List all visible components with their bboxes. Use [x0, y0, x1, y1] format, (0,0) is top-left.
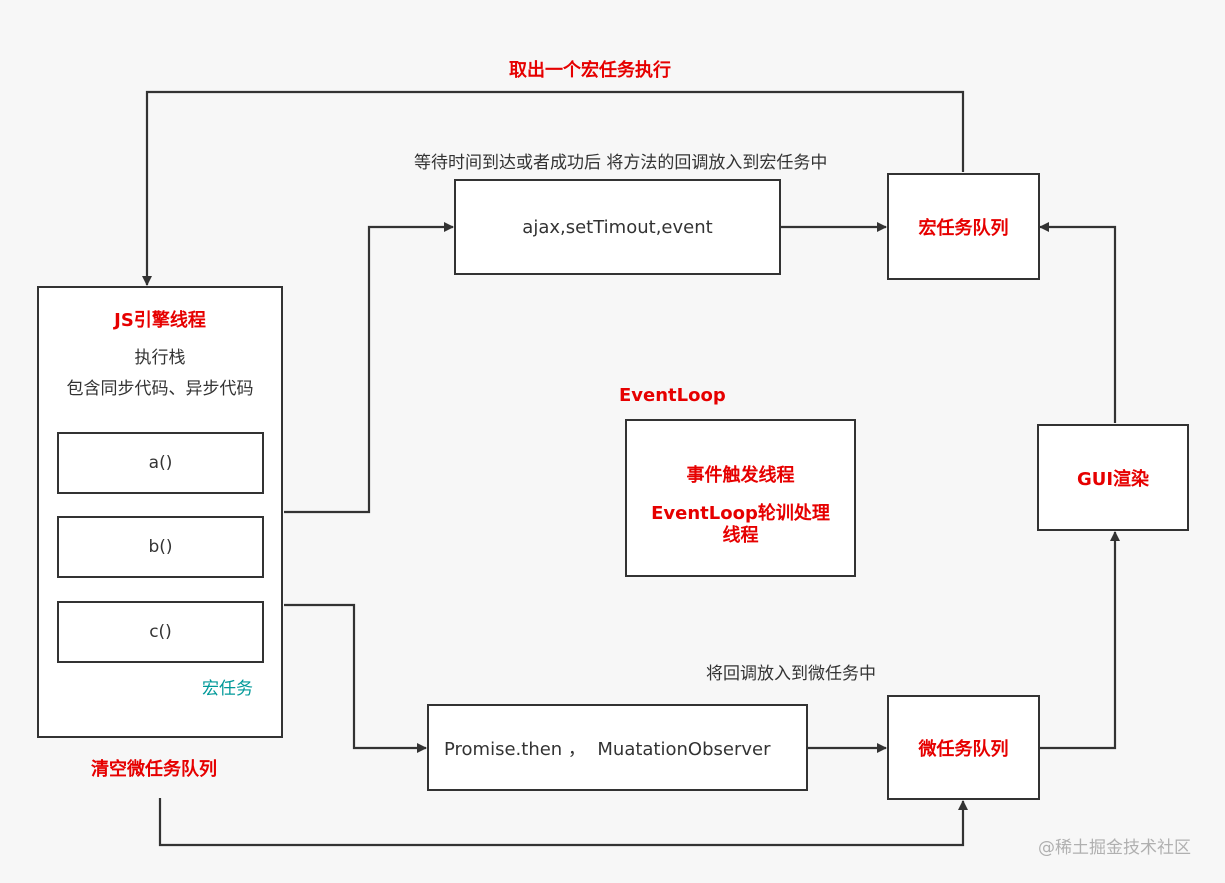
- micro-queue-box: 微任务队列: [887, 695, 1040, 800]
- micro-apis-box: Promise.then ， MuatationObserver: [427, 704, 808, 791]
- label-clear-micro-queue: 清空微任务队列: [91, 759, 217, 780]
- js-engine-description: 包含同步代码、异步代码: [66, 379, 254, 399]
- event-thread-line3: 线程: [722, 525, 759, 546]
- event-thread-line1: 事件触发线程: [686, 465, 795, 486]
- label-event-loop: EventLoop: [619, 385, 726, 406]
- macro-queue-box: 宏任务队列: [887, 173, 1040, 280]
- arrow-gui-render-to-macro-queue: [1039, 222, 1117, 423]
- js-engine-box: JS引擎线程 执行栈 包含同步代码、异步代码 a() b() c() 宏任务: [37, 286, 283, 738]
- stack-item-b: b(): [57, 516, 264, 578]
- event-thread-box: 事件触发线程 EventLoop轮训处理 线程: [625, 419, 856, 577]
- arrow-micro-queue-to-gui-render: [1040, 531, 1120, 750]
- js-engine-subtitle: 执行栈: [134, 348, 186, 368]
- stack-item-c: c(): [57, 601, 264, 663]
- event-thread-line2: EventLoop轮训处理: [651, 503, 830, 524]
- arrow-macro-queue-to-js-engine: [142, 90, 965, 286]
- label-wait-note: 等待时间到达或者成功后 将方法的回调放入到宏任务中: [414, 153, 828, 173]
- arrow-js-engine-to-async-apis: [284, 222, 454, 514]
- micro-apis-label: Promise.then ， MuatationObserver: [444, 738, 771, 760]
- stack-item-a: a(): [57, 432, 264, 494]
- label-take-macro-task: 取出一个宏任务执行: [509, 60, 671, 81]
- arrow-clear-micro-to-micro-queue: [158, 798, 968, 847]
- arrow-js-engine-to-micro-apis: [284, 603, 427, 753]
- macro-task-tag: 宏任务: [202, 679, 253, 699]
- label-micro-note: 将回调放入到微任务中: [706, 664, 876, 684]
- watermark: @稀土掘金技术社区: [1038, 838, 1191, 858]
- js-engine-title: JS引擎线程: [114, 310, 206, 331]
- async-apis-box: ajax,setTimout,event: [454, 179, 781, 275]
- gui-render-box: GUI渲染: [1037, 424, 1189, 531]
